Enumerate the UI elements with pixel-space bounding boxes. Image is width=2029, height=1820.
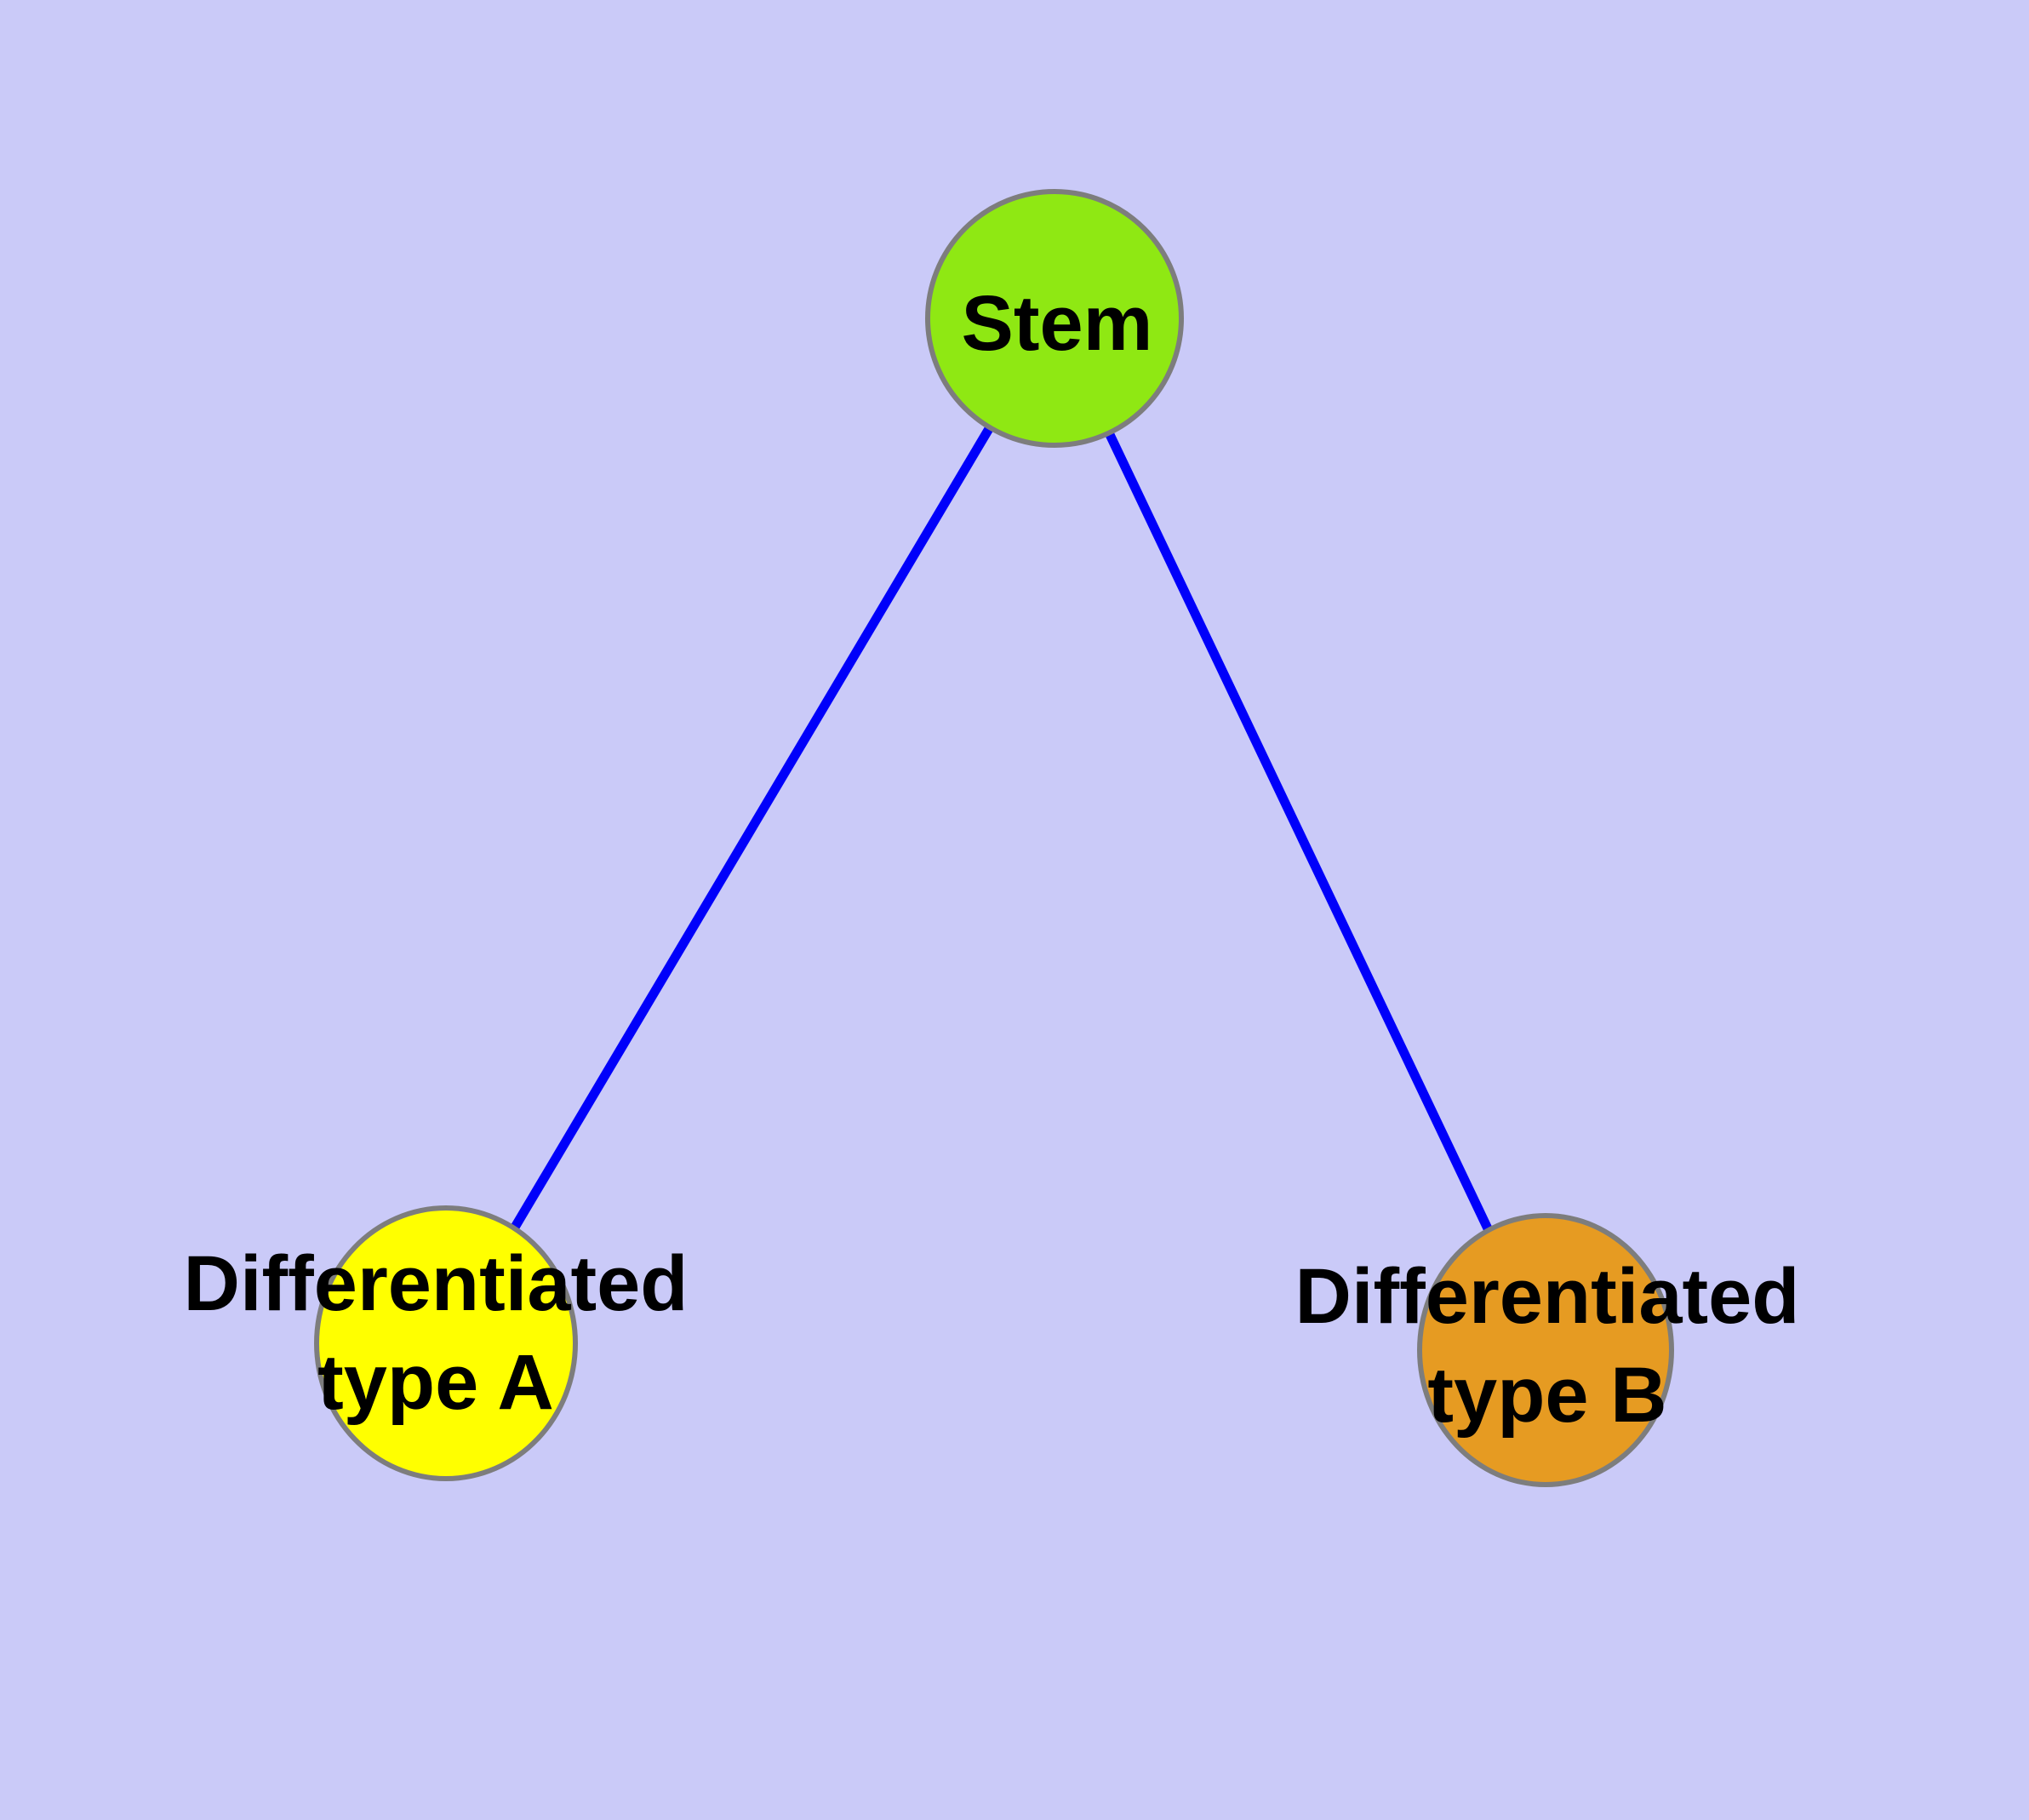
node-stem <box>925 189 1184 448</box>
node-label-differentiated-type-b: Differentiated type B <box>1295 1253 1800 1439</box>
edge-stem-to-type-a <box>442 316 1059 1346</box>
node-differentiated-type-a <box>314 1205 578 1481</box>
node-label-differentiated-type-a: Differentiated type A <box>183 1240 689 1426</box>
node-differentiated-type-b <box>1417 1213 1674 1487</box>
edge-stem-to-type-b <box>1050 316 1550 1353</box>
node-label-stem: Stem <box>961 280 1153 367</box>
